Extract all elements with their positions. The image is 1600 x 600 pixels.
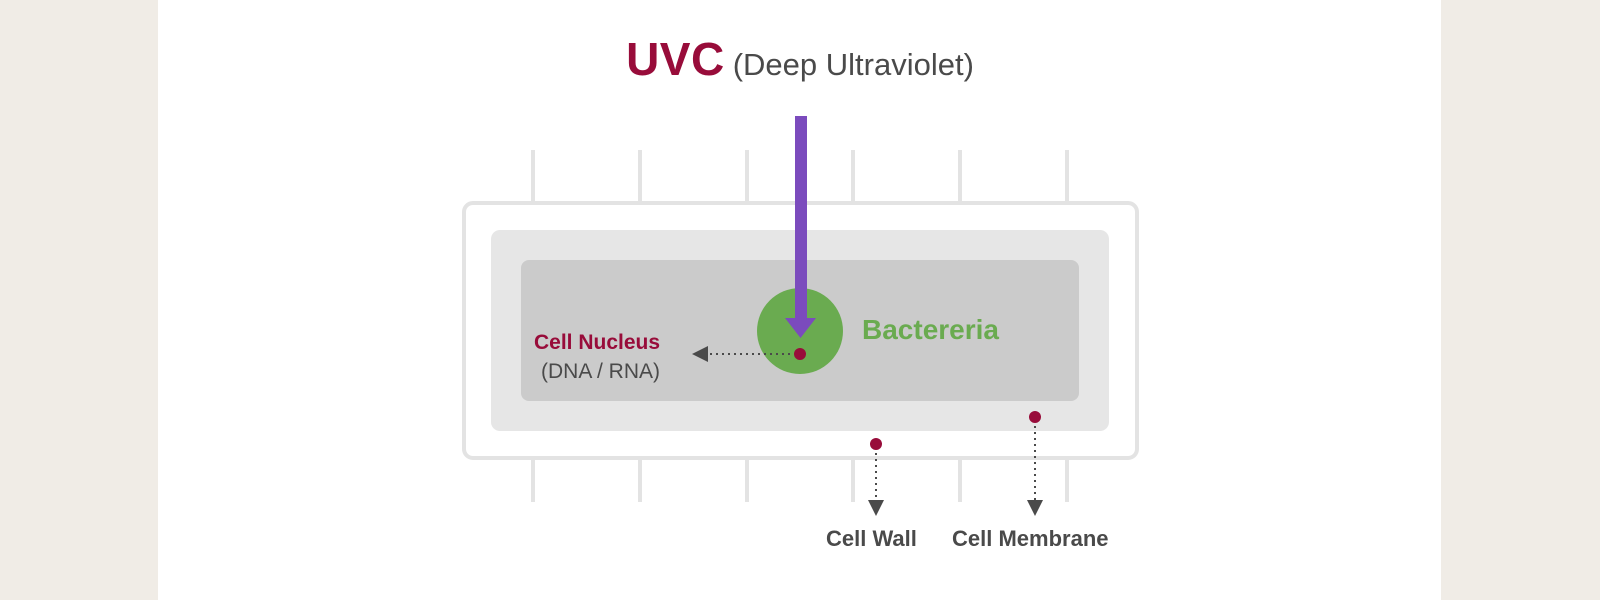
- nucleus-sublabel: (DNA / RNA): [541, 360, 661, 383]
- nucleus-dot: [794, 348, 806, 360]
- cell-wall-label: Cell Wall: [826, 526, 917, 551]
- cell-wall-dot: [870, 438, 882, 450]
- cell-pili-top: [531, 150, 1069, 202]
- cell-membrane-label: Cell Membrane: [952, 526, 1109, 551]
- title-subtitle: (Deep Ultraviolet): [732, 47, 974, 82]
- cell-pili-bottom: [531, 458, 1069, 502]
- title-uvc: UVC: [626, 33, 725, 85]
- cell-membrane-dot: [1029, 411, 1041, 423]
- nucleus-label: Cell Nucleus: [534, 331, 661, 354]
- diagram-title: UVC(Deep Ultraviolet): [0, 36, 1600, 82]
- uv-arrow: [785, 116, 816, 338]
- bacteria-label: Bactereria: [862, 314, 999, 345]
